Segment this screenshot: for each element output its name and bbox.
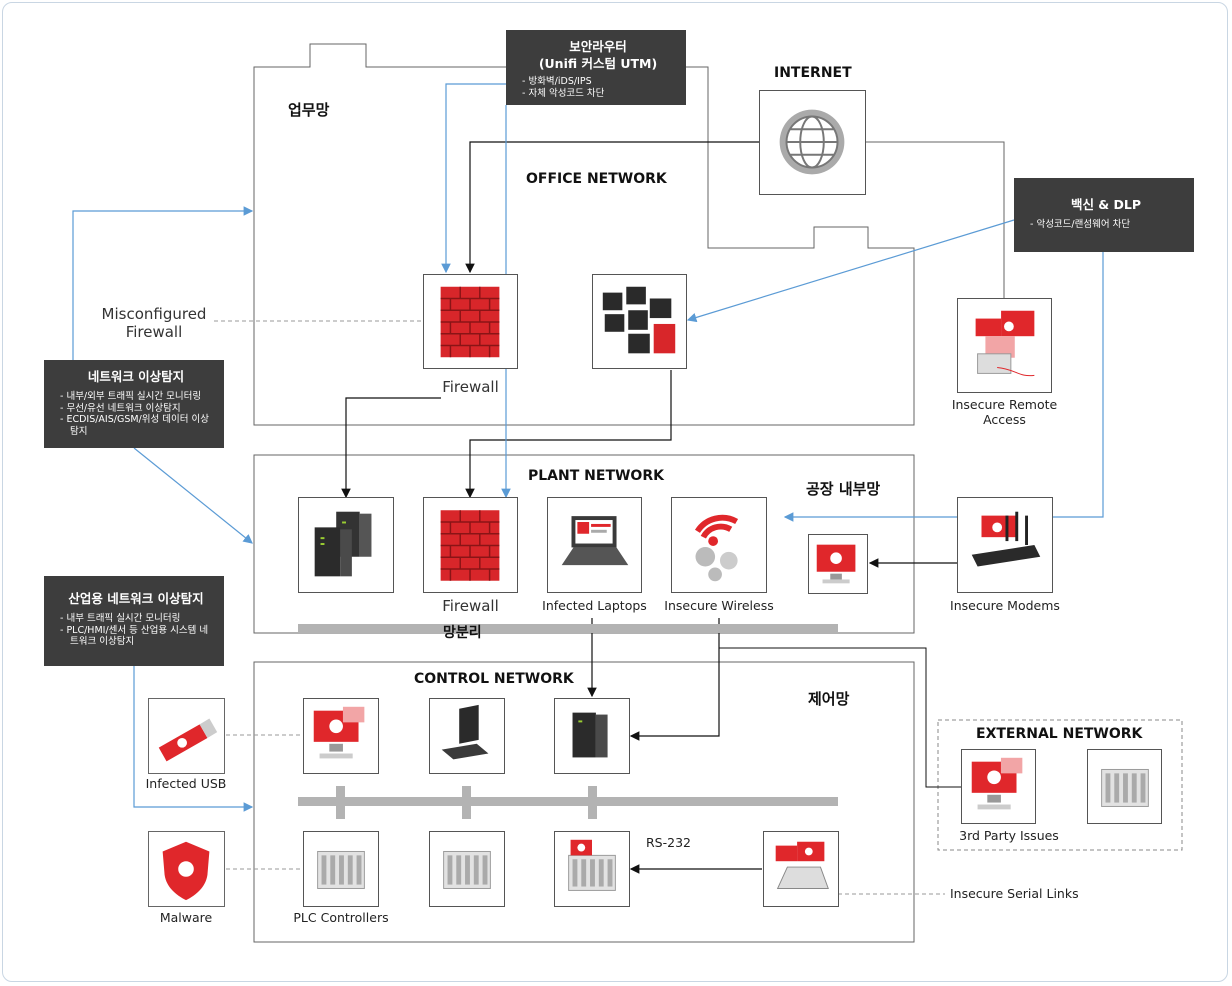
wireless-gear-icon (671, 497, 767, 593)
infected-pc-icon (808, 534, 868, 594)
misconfigured-label: Misconfigured Firewall (90, 305, 218, 341)
malware-shield-icon (148, 831, 225, 907)
network-anomaly-title: 네트워크 이상탐지 (87, 369, 185, 384)
infected-pc-icon (303, 698, 379, 774)
industrial-anomaly-callout: 산업용 네트워크 이상탐지 내부 트래픽 실시간 모니터링 PLC/HMI/센서… (44, 576, 224, 666)
remote-access-icon (957, 298, 1052, 393)
workstation-icon (429, 698, 505, 774)
control-zone-outline (253, 661, 915, 943)
globe-icon (759, 90, 866, 195)
industrial-anomaly-title: 산업용 네트워크 이상탐지 (68, 591, 204, 606)
industrial-anomaly-item: 내부 트래픽 실시간 모니터링 (58, 613, 214, 625)
industrial-anomaly-item: PLC/HMI/센서 등 산업용 시스템 네트워크 이상탐지 (58, 625, 214, 648)
utm-title-1: 보안라우터 (569, 39, 627, 54)
network-anomaly-item: 무선/유선 네트워크 이상탐지 (58, 403, 214, 415)
network-anomaly-item: 내부/외부 트래픽 실시간 모니터링 (58, 391, 214, 403)
office-en-title: OFFICE NETWORK (526, 171, 667, 187)
control-en-title: CONTROL NETWORK (414, 671, 574, 687)
utm-callout: 보안라우터 (Unifi 커스텀 UTM) 방화벽/iDS/IPS 자체 악성코… (506, 30, 686, 105)
plc-icon (1087, 749, 1162, 824)
misconfigured-line2: Firewall (125, 323, 183, 341)
brick-firewall-icon (423, 274, 518, 369)
plant-en-title: PLANT NETWORK (528, 468, 664, 484)
internet-title: INTERNET (774, 65, 852, 81)
plc-icon (429, 831, 505, 907)
insecure-remote-line1: Insecure Remote (951, 397, 1058, 412)
insecure-wireless-label: Insecure Wireless (664, 598, 774, 613)
plant-kr-title: 공장 내부망 (806, 480, 881, 498)
insecure-modems-label: Insecure Modems (950, 598, 1060, 613)
office-kr-title: 업무망 (288, 101, 330, 119)
remote-access-icon (763, 831, 839, 907)
dlp-callout: 백신 & DLP 악성코드/랜섬웨어 차단 (1014, 178, 1194, 252)
insecure-remote-line2: Access (983, 412, 1026, 427)
external-en-title: EXTERNAL NETWORK (976, 726, 1143, 742)
brick-firewall-icon (423, 497, 518, 593)
third-party-label: 3rd Party Issues (959, 828, 1059, 843)
external-zone-outline (937, 719, 1183, 851)
infected-pc-icon (961, 749, 1036, 824)
rs232-label: RS-232 (646, 835, 691, 850)
utm-item: 자체 악성코드 차단 (520, 88, 676, 100)
office-firewall-label: Firewall (442, 378, 499, 396)
network-anomaly-callout: 네트워크 이상탐지 내부/외부 트래픽 실시간 모니터링 무선/유선 네트워크 … (44, 360, 224, 448)
network-anomaly-item: ECDIS/AIS/GSM/위성 데이터 이상탐지 (58, 414, 214, 437)
infected-usb-label: Infected USB (145, 776, 227, 791)
plc-controllers-label: PLC Controllers (293, 910, 389, 925)
dlp-title: 백신 & DLP (1070, 197, 1142, 212)
control-kr-title: 제어망 (808, 690, 850, 708)
misconfigured-line1: Misconfigured (101, 305, 207, 323)
office-zone-outline (253, 43, 915, 426)
insecure-remote-label: Insecure Remote Access (944, 397, 1065, 427)
usb-skull-icon (148, 698, 225, 774)
malware-label: Malware (159, 910, 213, 925)
dlp-item: 악성코드/랜섬웨어 차단 (1028, 219, 1184, 231)
router-skull-icon (957, 497, 1053, 593)
infected-laptop-icon (547, 497, 642, 593)
plc-icon (554, 831, 630, 907)
insecure-serial-label: Insecure Serial Links (950, 886, 1079, 901)
utm-item: 방화벽/iDS/IPS (520, 76, 676, 88)
infected-laptops-label: Infected Laptops (542, 598, 647, 613)
server-icon (554, 698, 630, 774)
utm-title-2: (Unifi 커스텀 UTM) (538, 56, 658, 71)
plc-icon (303, 831, 379, 907)
server-icon (298, 497, 394, 593)
plant-firewall-label: Firewall (442, 597, 499, 615)
monitor-wall-icon (592, 274, 687, 369)
separation-title: 망분리 (443, 625, 482, 641)
